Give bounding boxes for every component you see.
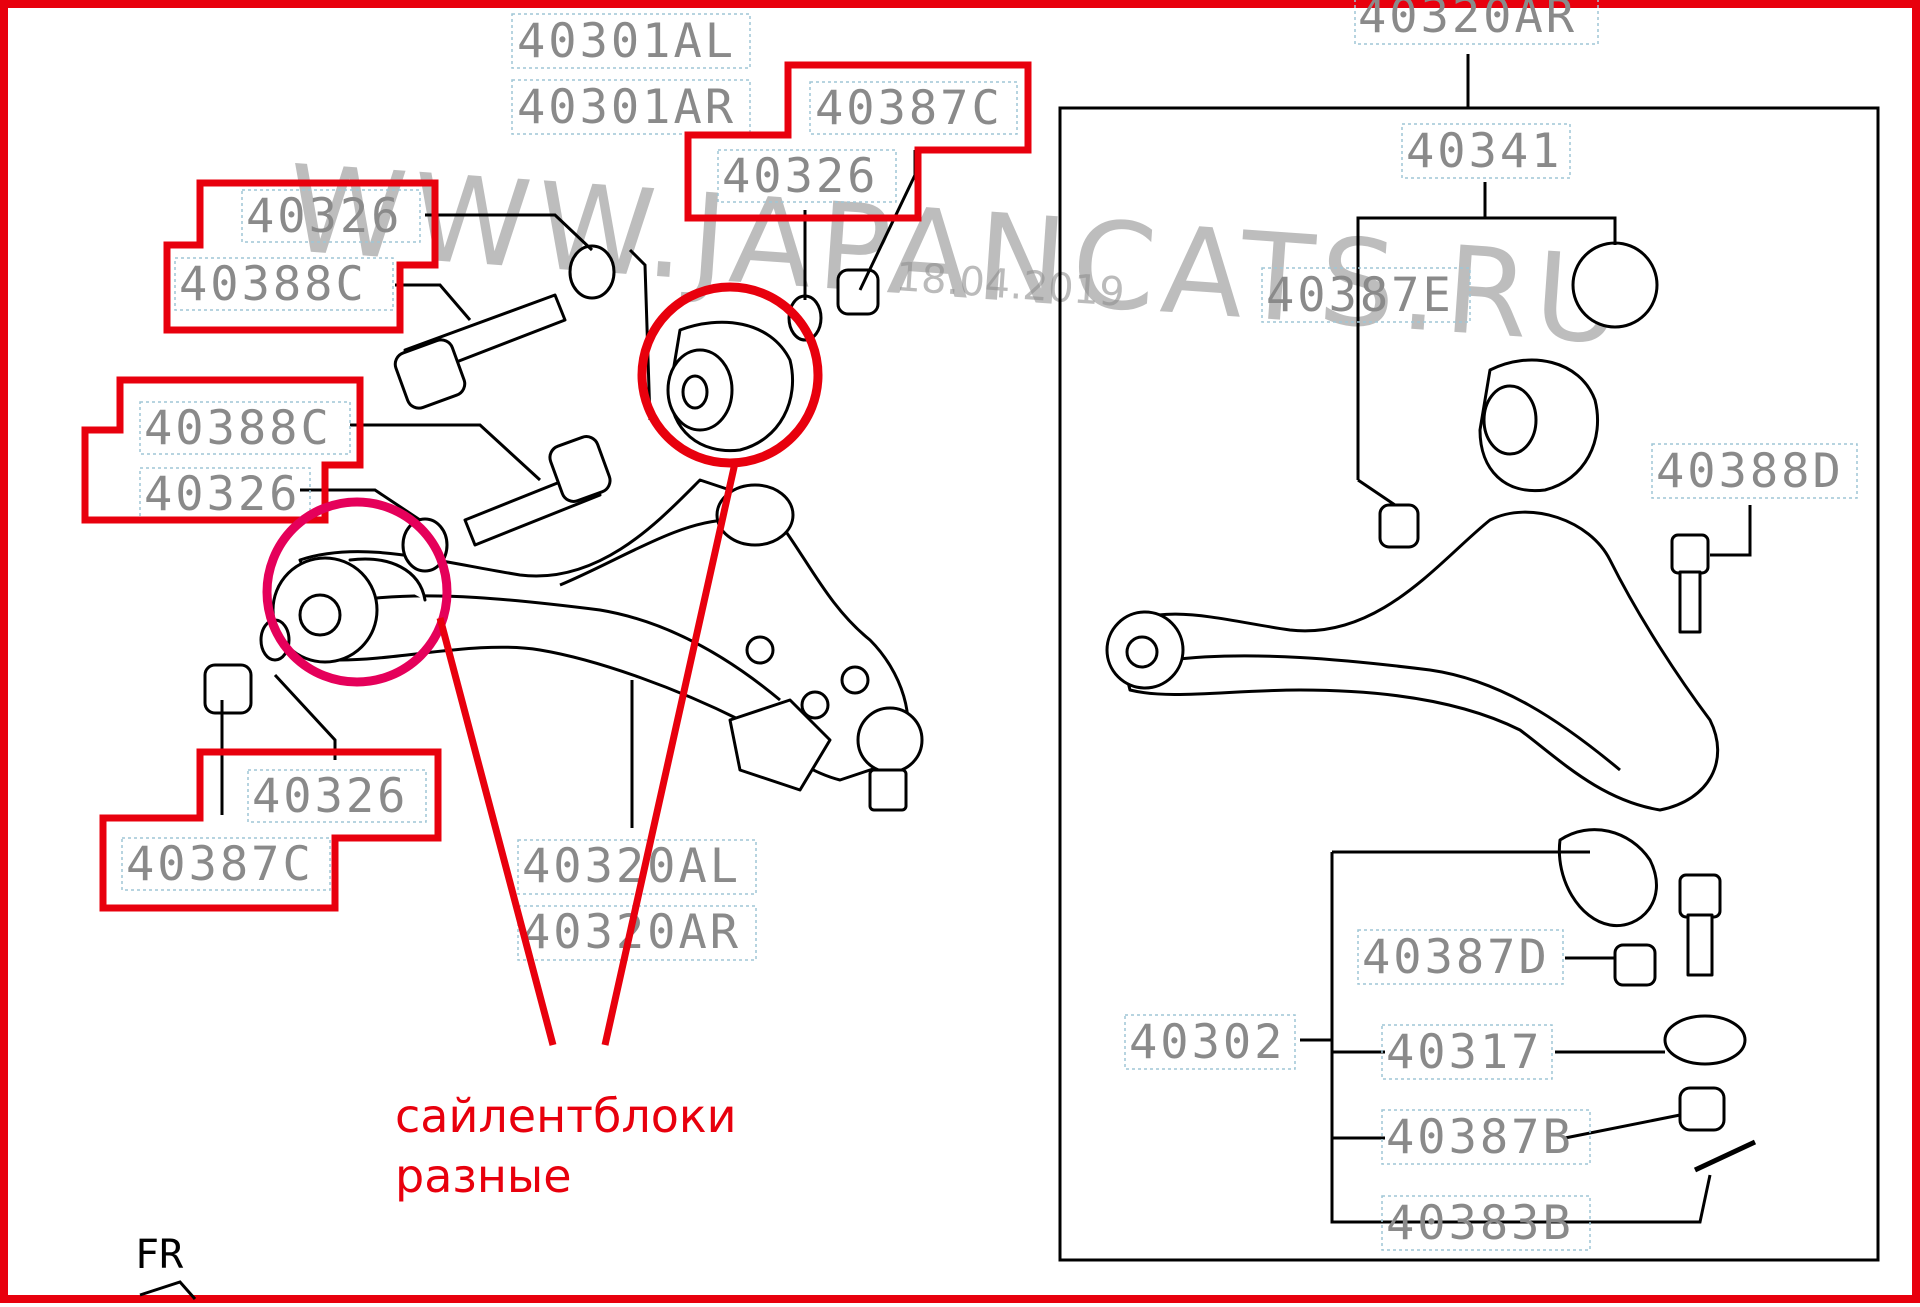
annotation-line-1: сайлентблоки [395, 1089, 737, 1143]
highlight-box-40326-40387C-bottom [99, 748, 442, 912]
label-40301AR: 40301AR [517, 80, 736, 135]
right-control-arm-drawing [1105, 241, 1757, 1173]
pointer-line-rear [601, 462, 739, 1046]
ball-joint-stud [868, 768, 908, 812]
nut-top-right [836, 268, 880, 316]
bolt-40388D-shank [1678, 570, 1702, 634]
front-bushing-core [298, 593, 342, 637]
nut-40387B [1678, 1086, 1726, 1132]
ball-joint-stud-right [1686, 913, 1714, 977]
highlight-box-40326-40388C-upper [163, 179, 439, 334]
highlight-circle-rear-bushing [637, 282, 823, 468]
fr-direction-label: FR [135, 1232, 184, 1278]
arm-body [298, 478, 910, 782]
nut-front [203, 663, 253, 715]
highlight-box-40388C-40326-lower [81, 376, 364, 524]
pointer-line-front [436, 617, 557, 1046]
arm-rib-upper [559, 518, 731, 587]
nut-b [840, 665, 870, 695]
label-40326-a: 40326 [246, 189, 402, 244]
label-40326-b: 40326 [144, 467, 300, 522]
right-leader-lines [1300, 182, 1752, 1224]
left-control-arm-drawing [203, 244, 924, 812]
label-40388C-a: 40388C [179, 257, 367, 312]
bolt-lower-head [548, 435, 612, 503]
label-40302: 40302 [1129, 1015, 1285, 1070]
nut-a [745, 635, 775, 665]
label-40387D: 40387D [1362, 930, 1550, 985]
right-rear-bushing [1482, 384, 1538, 456]
bolt-40388D-head [1670, 533, 1710, 575]
nut-40387E [1378, 503, 1420, 549]
right-part-labels: 40320AR 40341 40387E 40388D 40387D 40302… [1124, 0, 1858, 1251]
ball-joint-plate [728, 698, 832, 792]
ball-joint-40302 [1557, 828, 1658, 928]
rear-bushing-core [681, 374, 709, 410]
nut-40387D [1613, 943, 1657, 987]
label-40387C-top: 40387C [815, 81, 1003, 136]
fr-arrow-icon [139, 1280, 197, 1300]
front-bushing-flange [348, 557, 427, 602]
boot-40317 [1663, 1014, 1747, 1066]
washer-top-left [568, 244, 616, 300]
right-arm-body [1113, 510, 1720, 812]
right-arm-rib [1169, 654, 1621, 772]
annotation-line-2: разные [395, 1149, 572, 1203]
label-40383B: 40383B [1386, 1196, 1574, 1251]
label-40341: 40341 [1406, 124, 1562, 179]
label-40326-c: 40326 [252, 769, 408, 824]
label-40320AR-right: 40320AR [1358, 0, 1577, 44]
label-40388D: 40388D [1656, 444, 1844, 499]
label-40387C-bottom: 40387C [126, 837, 314, 892]
label-40320AL: 40320AL [522, 839, 741, 894]
red-highlights [81, 61, 1032, 1046]
arm-rib [359, 594, 781, 702]
bolt-upper-head [393, 338, 467, 410]
nut-c [800, 690, 830, 720]
highlight-box-40387C-40326-top [684, 61, 1032, 222]
label-40317: 40317 [1386, 1025, 1542, 1080]
cotter-pin-40383B [1693, 1139, 1757, 1173]
label-40387E: 40387E [1266, 268, 1454, 323]
ball-joint [856, 706, 924, 774]
label-40326-top: 40326 [722, 149, 878, 204]
dust-cap-40341 [1571, 241, 1659, 329]
highlight-circle-front-bushing [262, 497, 452, 687]
label-40301AL: 40301AL [517, 14, 736, 69]
label-40387B: 40387B [1386, 1110, 1574, 1165]
ball-joint-body [1678, 873, 1722, 919]
right-front-bushing-core [1125, 635, 1159, 669]
label-40388C-b: 40388C [144, 401, 332, 456]
rear-mount-boss [715, 483, 795, 547]
